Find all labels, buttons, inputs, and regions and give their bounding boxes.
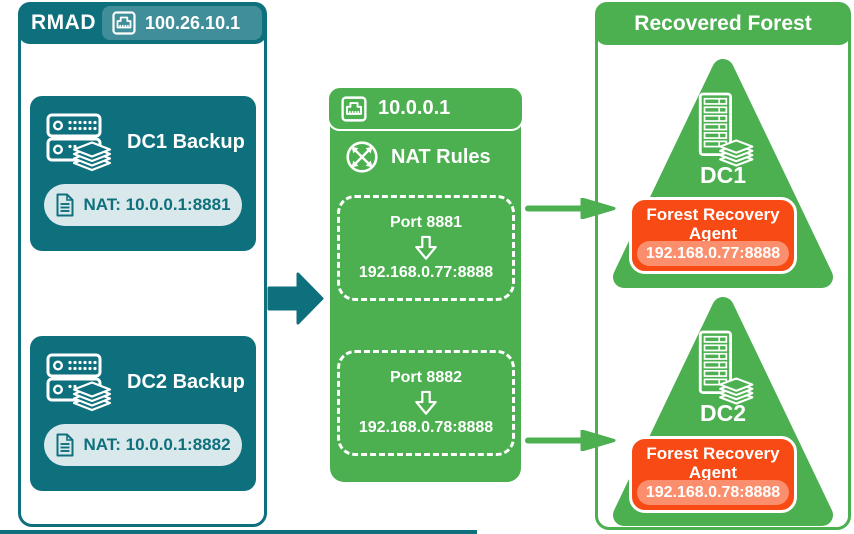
nat-ip-header: 10.0.0.1 bbox=[327, 86, 524, 131]
dc2-triangle: DC2 Forest Recovery Agent 192.168.0.78:8… bbox=[605, 294, 841, 530]
dc1-triangle: DC1 Forest Recovery Agent 192.168.0.77:8… bbox=[605, 56, 841, 292]
recovered-forest-title: Recovered Forest bbox=[634, 11, 812, 35]
flow-arrow-icon bbox=[525, 198, 616, 219]
dc1-backup-label: DC1 Backup bbox=[127, 130, 245, 153]
nat-rules-title-row: NAT Rules bbox=[345, 140, 491, 174]
nat-router-box bbox=[330, 96, 521, 482]
dc2-nat-address: NAT: 10.0.0.1:8882 bbox=[83, 435, 231, 454]
dc2-label: DC2 bbox=[699, 400, 746, 426]
bottom-divider bbox=[0, 530, 477, 534]
document-icon bbox=[56, 433, 74, 457]
nat-rule-1: Port 8881 192.168.0.77:8888 bbox=[337, 195, 515, 301]
dc1-nat-address: NAT: 10.0.0.1:8881 bbox=[83, 195, 231, 214]
nat-rule-2-port: Port 8882 bbox=[389, 369, 463, 386]
nat-rule-1-port: Port 8881 bbox=[389, 214, 463, 231]
nat-rule-2: Port 8882 192.168.0.78:8888 bbox=[337, 350, 515, 456]
nat-rule-2-target: 192.168.0.78:8888 bbox=[358, 419, 494, 436]
flow-arrow-icon bbox=[267, 272, 324, 325]
backup-server-icon bbox=[46, 113, 112, 172]
rmad-ip-address: 100.26.10.1 bbox=[145, 12, 241, 33]
down-arrow-icon bbox=[415, 235, 437, 260]
rmad-ip-badge: 100.26.10.1 bbox=[102, 6, 262, 40]
rmad-title: RMAD bbox=[31, 11, 96, 34]
dc2-backup-label: DC2 Backup bbox=[127, 370, 245, 393]
dc1-label: DC1 bbox=[699, 162, 746, 188]
dc1-forest-recovery-agent: Forest Recovery Agent 192.168.0.77:8888 bbox=[629, 197, 797, 274]
dc2-backup-row: DC2 Backup bbox=[30, 336, 256, 412]
dc1-backup-row: DC1 Backup bbox=[30, 96, 256, 172]
dc2-forest-recovery-agent: Forest Recovery Agent 192.168.0.78:8888 bbox=[629, 436, 797, 513]
dc2-backup-card: DC2 Backup NAT: 10.0.0.1:8882 bbox=[30, 336, 256, 491]
flow-arrow-icon bbox=[525, 430, 616, 451]
nat-ip-address: 10.0.0.1 bbox=[378, 97, 451, 119]
recovered-forest-header: Recovered Forest bbox=[595, 2, 851, 45]
backup-server-icon bbox=[46, 353, 112, 412]
nat-rules-title: NAT Rules bbox=[391, 145, 491, 168]
rmad-header: RMAD 100.26.10.1 bbox=[18, 2, 267, 44]
ethernet-port-icon bbox=[112, 11, 136, 35]
down-arrow-icon bbox=[415, 390, 437, 415]
dc1-agent-name: Forest Recovery Agent bbox=[646, 205, 780, 244]
dc1-agent-ip: 192.168.0.77:8888 bbox=[637, 241, 789, 266]
dc2-agent-name: Forest Recovery Agent bbox=[646, 444, 780, 483]
ethernet-port-icon bbox=[341, 95, 367, 122]
dc1-nat-pill: NAT: 10.0.0.1:8881 bbox=[44, 184, 242, 226]
nat-rule-1-target: 192.168.0.77:8888 bbox=[358, 264, 494, 281]
dc2-agent-ip: 192.168.0.78:8888 bbox=[637, 480, 789, 505]
dc2-nat-pill: NAT: 10.0.0.1:8882 bbox=[44, 424, 242, 466]
nat-router-icon bbox=[346, 141, 378, 173]
document-icon bbox=[56, 193, 74, 217]
dc1-backup-card: DC1 Backup NAT: 10.0.0.1:8881 bbox=[30, 96, 256, 251]
